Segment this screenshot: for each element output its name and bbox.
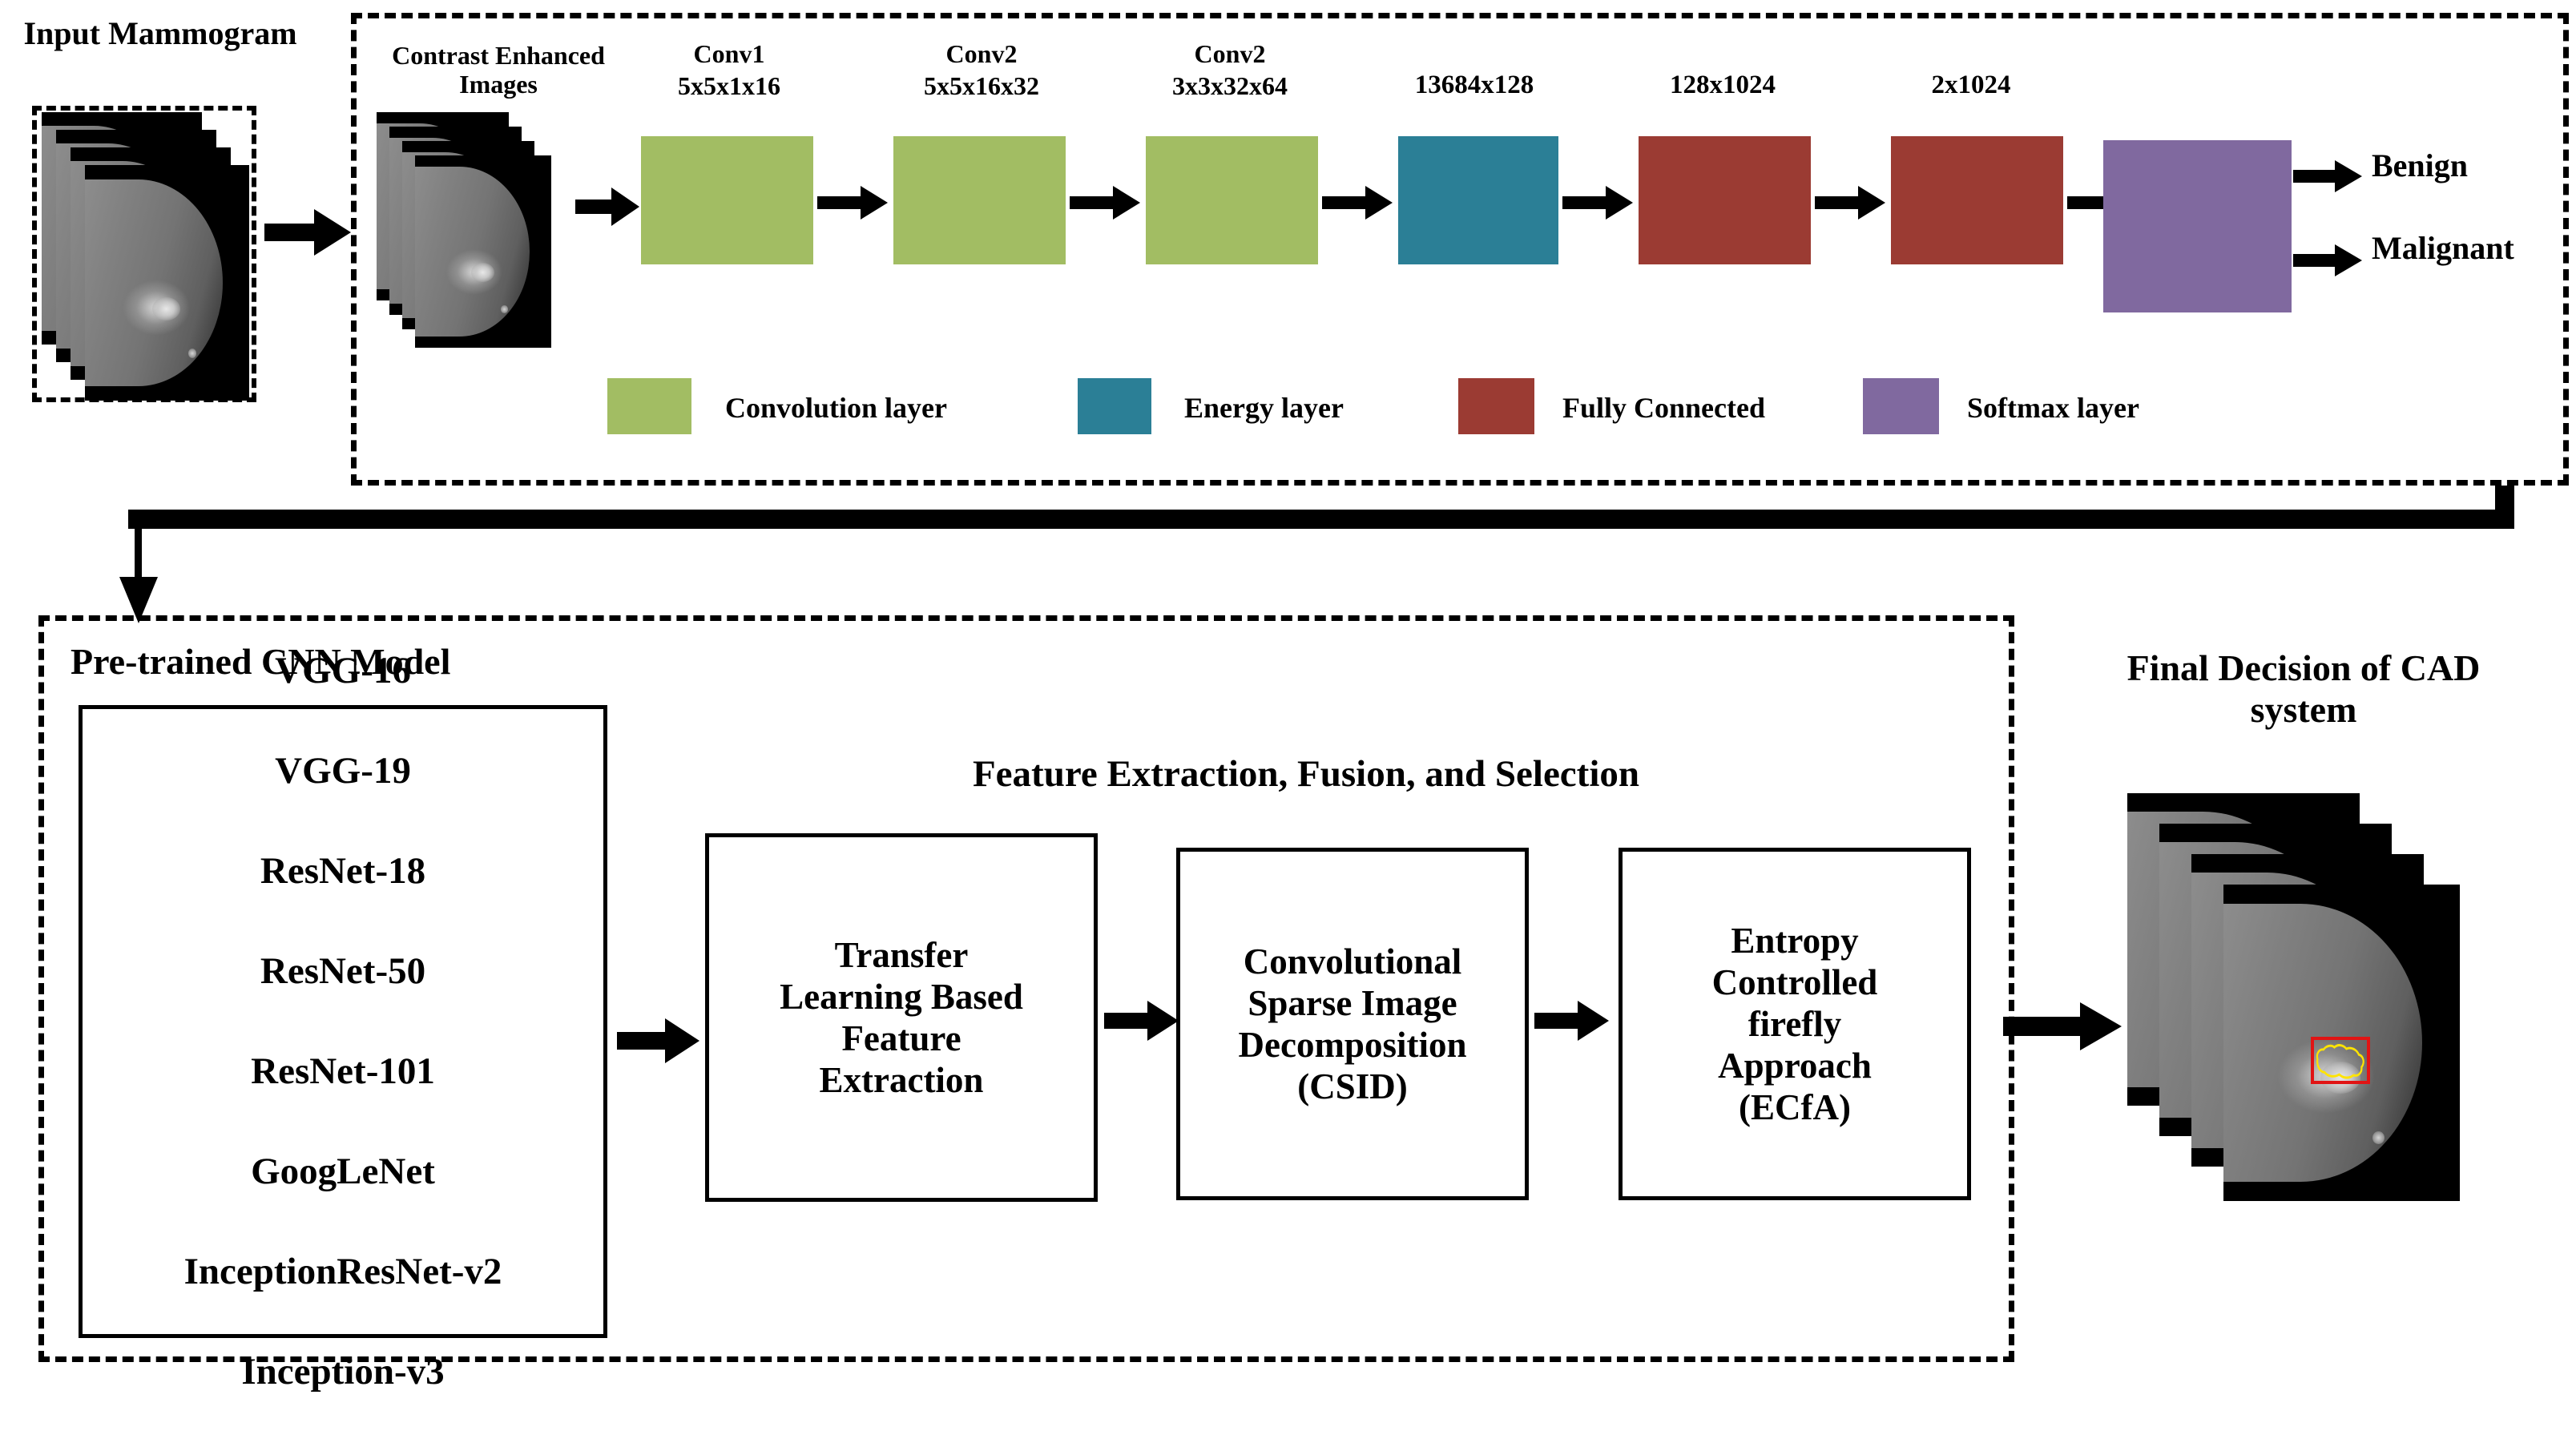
pretrained-model-item: InceptionResNet-v2 bbox=[183, 1251, 502, 1293]
final-decision-stack bbox=[2127, 793, 2496, 1218]
input-mammogram-stack bbox=[42, 112, 258, 401]
cnn-layer-dims-3: 13684x128 bbox=[1414, 71, 1534, 99]
detection-bounding-box bbox=[2311, 1036, 2370, 1084]
arrow-input-to-contrast bbox=[264, 209, 351, 256]
pretrained-model-item: VGG-16 bbox=[275, 650, 411, 692]
mammogram-slice-annotated bbox=[2223, 885, 2460, 1201]
legend-swatch-energy bbox=[1078, 378, 1151, 434]
stage2-container bbox=[38, 615, 2014, 1362]
nipple-marker bbox=[501, 305, 508, 313]
arrow-ecfa-to-final-decision bbox=[2003, 1002, 2122, 1050]
arrow-conv2b-to-energy bbox=[1322, 186, 1393, 220]
pretrained-model-item: ResNet-18 bbox=[260, 850, 426, 893]
arrow-fc1-to-fc2 bbox=[1815, 186, 1885, 220]
pretrained-model-item: GoogLeNet bbox=[251, 1151, 435, 1193]
cnn-layer-dims-1: 5x5x16x32 bbox=[924, 71, 1039, 100]
stage1-container bbox=[351, 13, 2569, 486]
cnn-block-conv2b[interactable] bbox=[1146, 136, 1318, 264]
arrow-pretrained-to-transfer bbox=[617, 1018, 699, 1063]
cnn-layer-name-0: Conv1 bbox=[693, 39, 765, 68]
process-box-csid[interactable]: Convolutional Sparse Image Decomposition… bbox=[1176, 848, 1529, 1200]
process-box-transfer-learning[interactable]: Transfer Learning Based Feature Extracti… bbox=[705, 833, 1098, 1202]
nipple-marker bbox=[2372, 1131, 2385, 1144]
mammogram-slice-front bbox=[85, 165, 249, 401]
process-box-ecfa[interactable]: Entropy Controlled firefly Approach (ECf… bbox=[1619, 848, 1971, 1200]
pretrained-cnn-title: Pre-trained CNN Model bbox=[71, 641, 451, 682]
cnn-layer-dims-0: 5x5x1x16 bbox=[678, 71, 780, 100]
arrow-conv1-to-conv2a bbox=[817, 186, 888, 220]
output-label-benign: Benign bbox=[2372, 147, 2469, 183]
input-mammogram-title: Input Mammogram bbox=[23, 15, 297, 51]
connector-vertical-right bbox=[2495, 486, 2514, 514]
output-label-malignant: Malignant bbox=[2372, 230, 2514, 266]
cnn-layer-name-2: Conv2 bbox=[1194, 39, 1266, 68]
pretrained-model-item: Inception-v3 bbox=[241, 1351, 445, 1393]
arrow-softmax-to-malignant bbox=[2293, 244, 2362, 276]
cnn-block-fully-connected-2[interactable] bbox=[1891, 136, 2063, 264]
legend-label-convolution: Convolution layer bbox=[725, 392, 948, 424]
arrow-softmax-to-benign bbox=[2293, 160, 2362, 192]
mammogram-slice-front bbox=[415, 155, 551, 348]
legend-label-energy: Energy layer bbox=[1184, 392, 1344, 424]
breast-tissue bbox=[85, 179, 224, 387]
cnn-block-conv1[interactable] bbox=[641, 136, 813, 264]
cnn-layer-name-1: Conv2 bbox=[945, 39, 1018, 68]
arrow-conv2a-to-conv2b bbox=[1070, 186, 1140, 220]
contrast-enhanced-title: Contrast Enhanced Images bbox=[392, 41, 605, 99]
pretrained-cnn-box: VGG-16 VGG-19 ResNet-18 ResNet-50 ResNet… bbox=[79, 650, 607, 1393]
lesion-spot bbox=[2320, 1062, 2361, 1094]
cnn-block-energy[interactable] bbox=[1398, 136, 1558, 264]
breast-tissue bbox=[2223, 903, 2422, 1183]
arrow-energy-to-fc1 bbox=[1562, 186, 1633, 220]
lesion-spot bbox=[152, 296, 180, 321]
legend-swatch-softmax bbox=[1863, 378, 1939, 434]
contrast-enhanced-stack bbox=[377, 112, 585, 348]
legend-label-softmax: Softmax layer bbox=[1967, 392, 2139, 424]
pretrained-model-item: ResNet-101 bbox=[251, 1050, 435, 1093]
pretrained-model-item: ResNet-50 bbox=[260, 950, 426, 993]
lesion-spot bbox=[470, 263, 494, 283]
connector-arrowhead-down bbox=[119, 577, 158, 623]
breast-tissue bbox=[415, 167, 530, 337]
cnn-layer-dims-4: 128x1024 bbox=[1670, 71, 1776, 99]
final-decision-title: Final Decision of CAD system bbox=[2127, 647, 2481, 730]
arrow-contrast-to-conv1 bbox=[575, 187, 639, 226]
pretrained-model-item: VGG-19 bbox=[275, 750, 411, 792]
arrow-transfer-to-csid bbox=[1104, 1001, 1179, 1041]
connector-vertical-left bbox=[135, 525, 142, 597]
lesion-contour bbox=[2316, 1043, 2364, 1079]
feature-extraction-section-title: Feature Extraction, Fusion, and Selectio… bbox=[972, 753, 1640, 795]
cnn-layer-dims-5: 2x1024 bbox=[1931, 71, 2011, 99]
cnn-block-fully-connected-1[interactable] bbox=[1639, 136, 1811, 264]
cnn-block-softmax[interactable] bbox=[2103, 140, 2292, 312]
pretrained-model-list: VGG-16 VGG-19 ResNet-18 ResNet-50 ResNet… bbox=[184, 596, 502, 1447]
legend-swatch-fully-connected bbox=[1458, 378, 1534, 434]
arrow-csid-to-ecfa bbox=[1534, 1001, 1609, 1041]
cnn-block-conv2a[interactable] bbox=[893, 136, 1066, 264]
cnn-layer-dims-2: 3x3x32x64 bbox=[1172, 71, 1288, 100]
nipple-marker bbox=[188, 349, 197, 359]
legend-label-fully-connected: Fully Connected bbox=[1562, 392, 1766, 424]
legend-swatch-convolution bbox=[607, 378, 691, 434]
connector-horizontal bbox=[128, 510, 2514, 529]
